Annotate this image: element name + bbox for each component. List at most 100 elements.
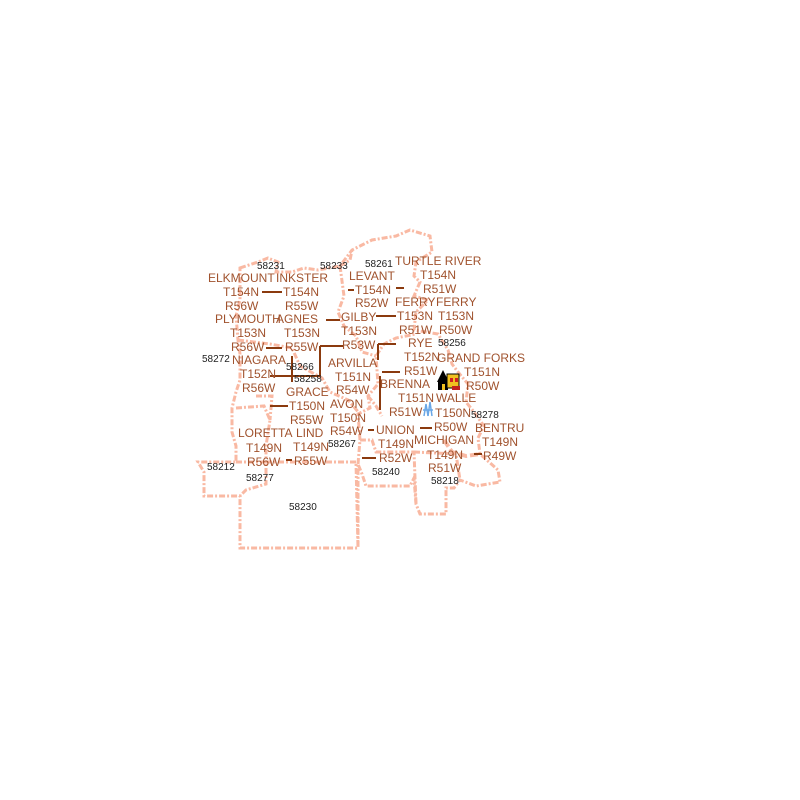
township-label: RYE	[408, 336, 432, 350]
township-label: TURTLE RIVER	[395, 254, 482, 268]
zip-label: 58233	[320, 261, 348, 272]
township-label: LORETTA	[238, 426, 292, 440]
zip-label: 58256	[438, 338, 466, 349]
tr-label: R54W	[336, 383, 370, 397]
zip-boundaries	[195, 228, 502, 550]
tr-label: R55W	[290, 413, 324, 427]
tr-label: R49W	[483, 449, 517, 463]
tr-label: T154N	[420, 268, 456, 282]
township-label: GRAND FORKS	[437, 351, 525, 365]
tr-label: T153N	[397, 309, 433, 323]
church-icon[interactable]	[437, 370, 449, 390]
tr-label: T150N	[289, 399, 325, 413]
zip-label: 58240	[372, 467, 400, 478]
township-label: MICHIGAN	[414, 433, 474, 447]
roads	[262, 287, 482, 461]
tr-label: R51W	[399, 323, 433, 337]
tr-label: R55W	[285, 340, 319, 354]
township-label: AVON	[330, 397, 363, 411]
tr-label: T149N	[427, 448, 463, 462]
zip-boundary	[442, 438, 481, 459]
tr-label: R50W	[434, 420, 468, 434]
tr-label: R52W	[355, 296, 389, 310]
school-icon[interactable]	[446, 373, 460, 389]
tr-label: R53W	[342, 338, 376, 352]
tr-label: R54W	[330, 424, 364, 438]
tr-label: T150N	[435, 406, 471, 420]
tr-label: R55W	[285, 299, 319, 313]
tr-label: R51W	[404, 364, 438, 378]
zip-label: 58266	[286, 362, 314, 373]
tr-label: T151N	[398, 391, 434, 405]
tr-label: R51W	[428, 461, 462, 475]
tr-label: T153N	[438, 309, 474, 323]
zip-boundary	[195, 228, 502, 550]
tr-label: T149N	[293, 440, 329, 454]
tr-label: T150N	[330, 411, 366, 425]
township-labels: ELKMOUNT INKSTER LEVANT TURTLE RIVER PLY…	[208, 254, 525, 447]
township-label: LIND	[296, 426, 324, 440]
township-label: AGNES	[276, 312, 318, 326]
township-label: FERRY	[436, 295, 476, 309]
zip-boundary	[237, 338, 362, 415]
tr-label: T151N	[464, 365, 500, 379]
zip-boundary	[236, 460, 268, 498]
tr-label: R55W	[294, 454, 328, 468]
township-label: BRENNA	[380, 377, 430, 391]
township-label: FERRY	[395, 295, 435, 309]
tr-label: R52W	[379, 451, 413, 465]
tr-label: T152N	[240, 367, 276, 381]
township-label: UNION	[376, 423, 415, 437]
township-label: WALLE	[436, 391, 476, 405]
township-label: LEVANT	[349, 269, 395, 283]
water-tower-icon[interactable]	[423, 401, 433, 417]
township-label: ARVILLA	[328, 356, 377, 370]
tr-label: R56W	[242, 381, 276, 395]
zip-label: 58272	[202, 354, 230, 365]
township-label: GILBY	[341, 310, 376, 324]
poi-icons	[423, 370, 460, 417]
zip-label: 58261	[365, 259, 393, 270]
zip-label: 58230	[289, 502, 317, 513]
zip-boundary	[366, 395, 384, 417]
tr-label: T151N	[335, 370, 371, 384]
zip-boundary	[235, 404, 272, 462]
zip-boundary	[266, 460, 360, 549]
tr-label: R56W	[225, 299, 259, 313]
zip-label: 58267	[328, 439, 356, 450]
township-label: BENTRU	[475, 421, 524, 435]
zip-labels: 58231 58233 58261 58256 58272 58266 5825…	[202, 259, 499, 513]
zip-label: 58277	[246, 473, 274, 484]
zip-label: 58218	[431, 476, 459, 487]
tr-label: R50W	[466, 379, 500, 393]
township-label: GRACE	[286, 385, 329, 399]
township-range-labels: T154N T154N T154N T154N R56W R55W R52W R…	[223, 268, 518, 475]
zip-boundary	[356, 438, 418, 505]
tr-label: R56W	[231, 340, 265, 354]
tr-label: T154N	[283, 285, 319, 299]
zip-label: 58212	[207, 462, 235, 473]
township-label: PLYMOUTH	[215, 312, 281, 326]
tr-label: T149N	[246, 441, 282, 455]
flag-marker-icon[interactable]	[452, 386, 460, 390]
zip-boundary	[339, 249, 354, 268]
tr-label: R51W	[389, 405, 423, 419]
tr-label: R56W	[247, 455, 281, 469]
tr-label: R51W	[423, 282, 457, 296]
zip-boundary	[256, 394, 274, 421]
tr-label: R50W	[439, 323, 473, 337]
zip-label: 58258	[294, 374, 322, 385]
tr-label: T154N	[355, 283, 391, 297]
zip-label: 58278	[471, 410, 499, 421]
tr-label: T152N	[404, 350, 440, 364]
township-label: ELKMOUNT	[208, 271, 275, 285]
zip-label: 58231	[257, 261, 285, 272]
zip-boundary	[336, 265, 377, 358]
tr-label: T153N	[230, 326, 266, 340]
tr-label: T153N	[284, 326, 320, 340]
tr-label: T149N	[482, 435, 518, 449]
township-label: NIAGARA	[232, 353, 286, 367]
zip-boundary	[413, 450, 462, 481]
